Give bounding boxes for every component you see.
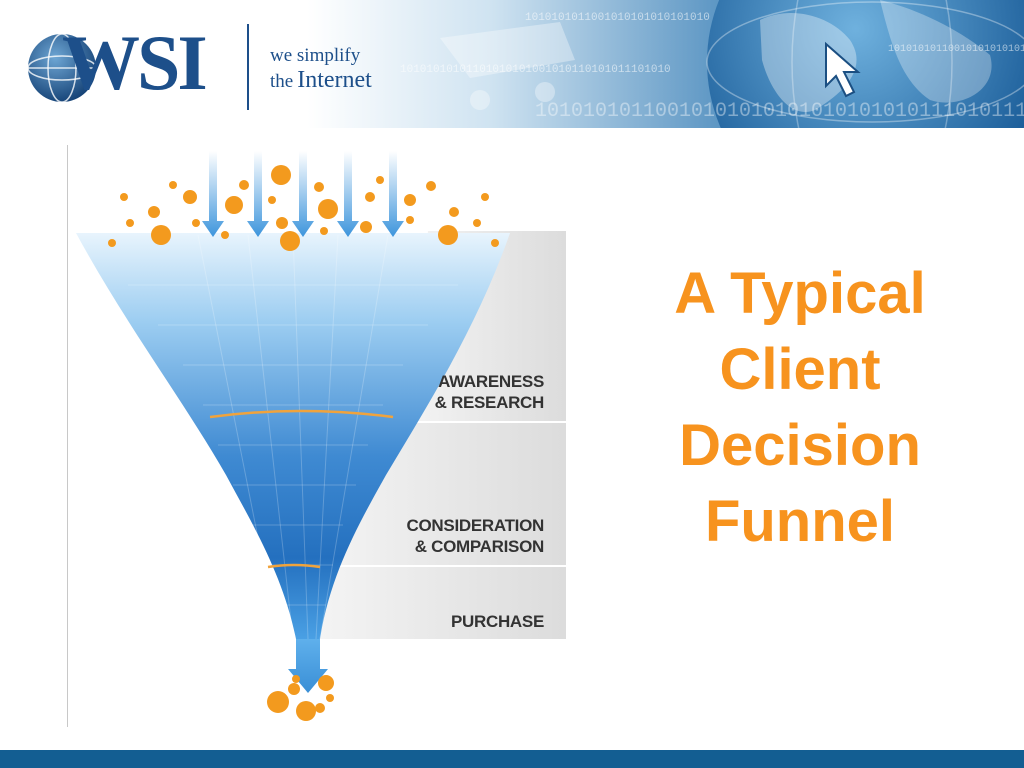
stage-label-purchase: PURCHASE	[451, 611, 544, 632]
binary-text-2: 1010101010110101010100101011010101110101…	[400, 64, 671, 76]
footer-bar	[0, 750, 1024, 768]
globe-graphic	[706, 0, 1024, 128]
header-banner: 1010101011001010101010101010 10101010101…	[0, 0, 1024, 128]
binary-text-4: 10101010110010101010101010	[888, 44, 1024, 55]
title-line-2: Client	[719, 337, 881, 402]
stage-band-purchase	[318, 567, 566, 639]
binary-text-3: 1010101011001010101010101010101011101011…	[535, 100, 1024, 123]
divider-line-1	[209, 409, 394, 419]
stage-label-purchase-line1: PURCHASE	[450, 612, 544, 631]
binary-text-1: 1010101011001010101010101010	[525, 12, 710, 24]
funnel-body	[76, 233, 510, 639]
funnel-diagram: AWARENESS & RESEARCH CONSIDERATION & COM…	[67, 145, 566, 727]
tagline-line1: we simplify	[270, 45, 361, 66]
slide-title: A Typical Client Decision Funnel	[640, 256, 960, 560]
title-line-3: Decision	[679, 413, 921, 478]
stage-label-consideration-line1: CONSIDERATION	[406, 516, 545, 535]
cart-graphic	[440, 22, 575, 110]
cursor-icon	[825, 41, 861, 98]
input-arrows	[202, 151, 404, 237]
title-line-4: Funnel	[704, 489, 896, 554]
title-line-1: A Typical	[674, 261, 926, 326]
prospect-dots	[108, 165, 499, 251]
funnel-grid	[128, 234, 458, 640]
arrow-4	[337, 151, 359, 237]
divider-line-2	[267, 563, 321, 569]
stage-label-awareness-line1: AWARENESS	[438, 372, 544, 391]
tagline: we simplify the Internet	[270, 44, 372, 95]
tagline-line2b: Internet	[297, 67, 372, 93]
stage-label-awareness: AWARENESS & RESEARCH	[434, 371, 545, 413]
tagline-line2a: the	[270, 71, 294, 92]
stage-label-consideration-line2: & COMPARISON	[414, 537, 545, 556]
stage-label-consideration: CONSIDERATION & COMPARISON	[406, 515, 545, 557]
header-background	[0, 0, 1024, 128]
arrow-1	[202, 151, 224, 237]
logo-wsi: WSI	[62, 19, 208, 106]
arrow-5	[382, 151, 404, 237]
arrow-2	[247, 151, 269, 237]
logo-globe-icon	[27, 33, 97, 103]
funnel-graphic	[76, 151, 566, 721]
logo-divider	[247, 24, 249, 110]
stage-label-awareness-line2: & RESEARCH	[434, 393, 545, 412]
customer-dots	[267, 675, 334, 721]
arrow-3	[292, 151, 314, 237]
